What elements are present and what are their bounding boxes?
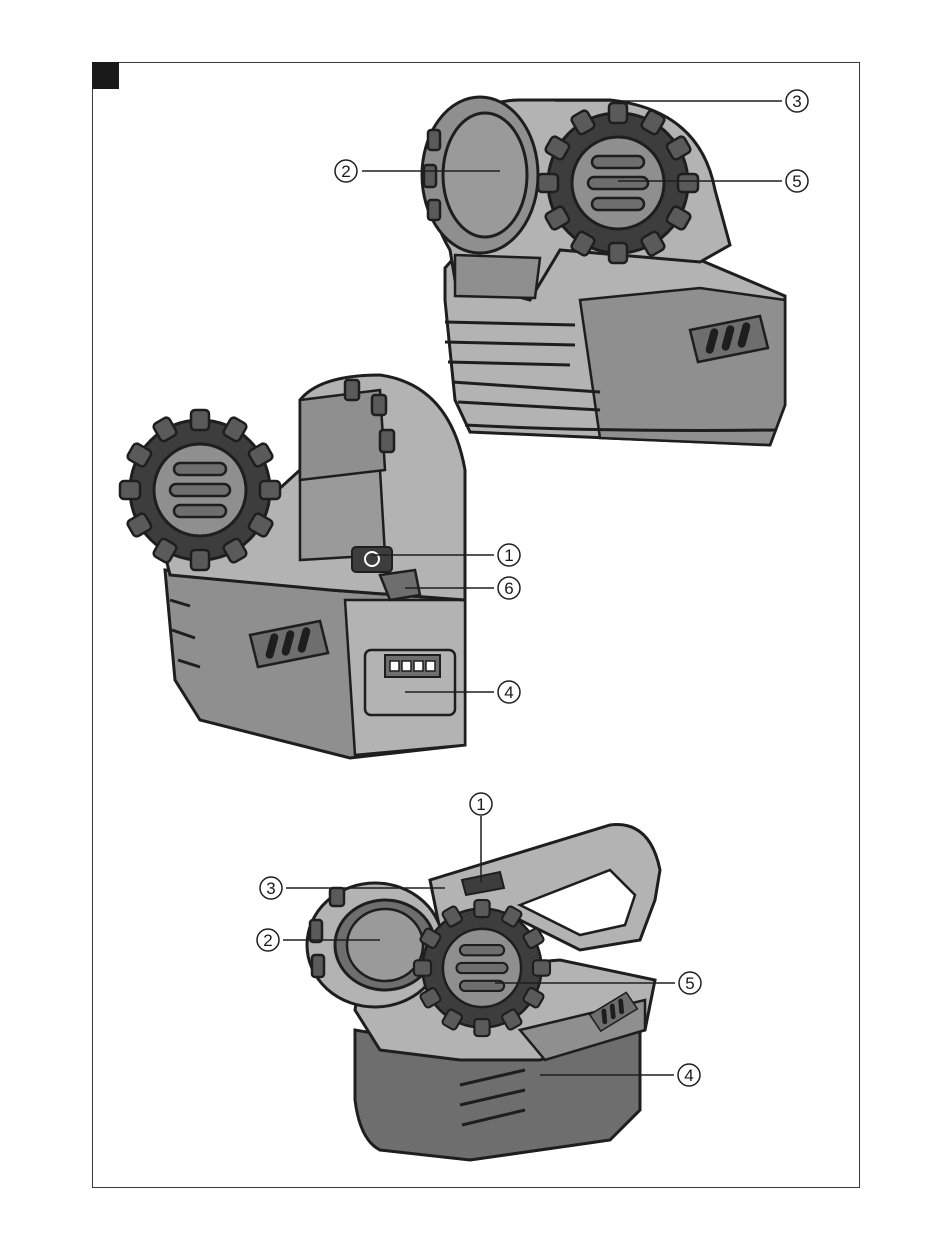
callout-3-c: 3: [260, 877, 282, 899]
callout-1-b: 1: [498, 544, 520, 566]
callout-2-a: 2: [335, 160, 357, 182]
svg-text:2: 2: [263, 931, 272, 950]
svg-text:4: 4: [504, 683, 513, 702]
svg-text:1: 1: [504, 546, 513, 565]
callout-3-a: 3: [786, 90, 808, 112]
figure-front-view: [120, 375, 465, 758]
callout-5-a: 5: [786, 170, 808, 192]
callout-6-b: 6: [498, 577, 520, 599]
callout-4-c: 4: [678, 1064, 700, 1086]
svg-text:3: 3: [792, 92, 801, 111]
svg-text:4: 4: [684, 1066, 693, 1085]
svg-text:2: 2: [341, 162, 350, 181]
svg-text:1: 1: [476, 795, 485, 814]
svg-text:5: 5: [685, 974, 694, 993]
figure-rear-view: [422, 97, 785, 445]
svg-text:6: 6: [504, 579, 513, 598]
callout-1-c: 1: [470, 793, 492, 815]
figure-lowered-view: [307, 825, 660, 1160]
svg-text:5: 5: [792, 172, 801, 191]
callout-5-c: 5: [679, 972, 701, 994]
callout-2-c: 2: [257, 929, 279, 951]
svg-text:3: 3: [266, 879, 275, 898]
callout-4-b: 4: [498, 681, 520, 703]
